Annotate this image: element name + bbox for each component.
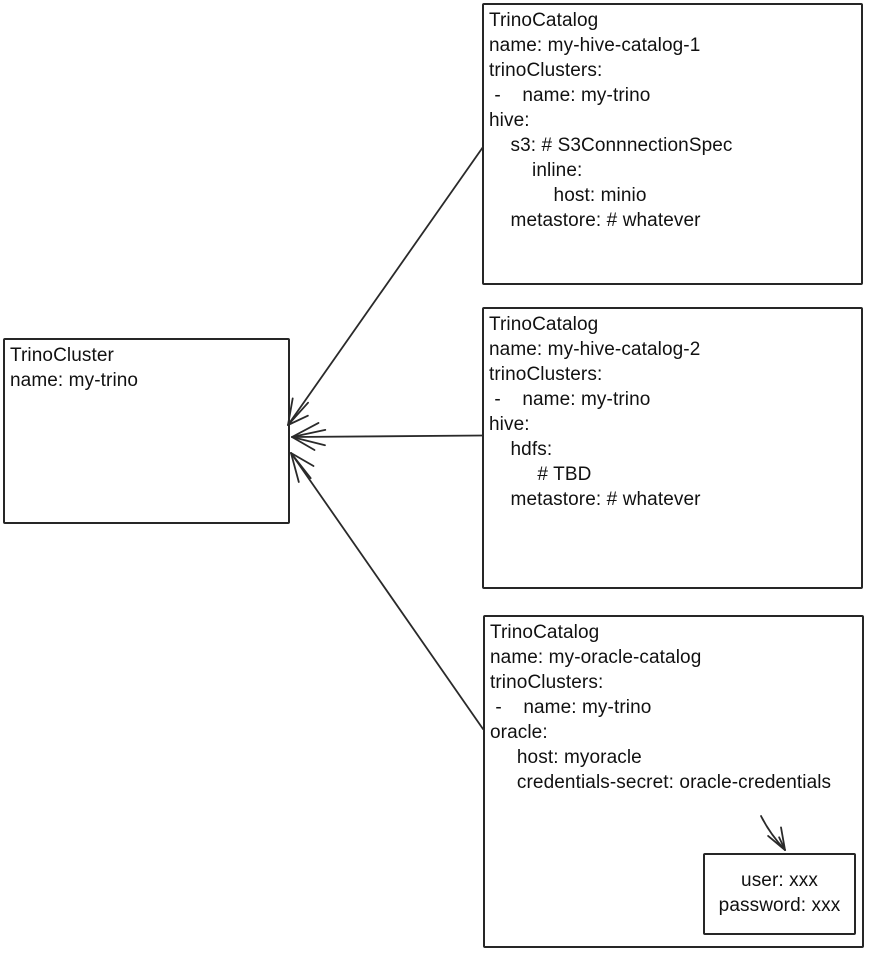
yaml-line: metastore: # whatever (489, 210, 701, 231)
trino-catalog-2-content: TrinoCatalog name: my-hive-catalog-2 tri… (484, 309, 861, 512)
yaml-line: TrinoCatalog (489, 314, 599, 335)
yaml-line: hive: (489, 110, 530, 131)
yaml-line: name: my-trino (10, 370, 139, 391)
trino-cluster-content: TrinoCluster name: my-trino (5, 340, 288, 393)
yaml-line: metastore: # whatever (489, 489, 701, 510)
trino-catalog-1-box: TrinoCatalog name: my-hive-catalog-1 tri… (482, 3, 863, 285)
yaml-line: credentials-secret: oracle-credentials (490, 772, 832, 793)
yaml-line: TrinoCatalog (489, 10, 599, 31)
yaml-line: hdfs: (489, 439, 553, 460)
connector-catalog1-to-cluster (287, 146, 484, 426)
yaml-line: - name: my-trino (490, 697, 652, 718)
yaml-line: password: xxx (718, 895, 841, 916)
yaml-line: trinoClusters: (490, 672, 604, 693)
yaml-line: trinoClusters: (489, 60, 603, 81)
yaml-line: - name: my-trino (489, 85, 651, 106)
yaml-line: user: xxx (741, 870, 818, 891)
yaml-line: trinoClusters: (489, 364, 603, 385)
yaml-line: oracle: (490, 722, 548, 743)
yaml-line: name: my-hive-catalog-2 (489, 339, 701, 360)
yaml-line: name: my-oracle-catalog (490, 647, 702, 668)
trino-catalog-3-box: TrinoCatalog name: my-oracle-catalog tri… (483, 615, 864, 948)
yaml-line: name: my-hive-catalog-1 (489, 35, 701, 56)
trino-catalog-1-content: TrinoCatalog name: my-hive-catalog-1 tri… (484, 5, 861, 233)
oracle-credentials-secret-content: user: xxx password: xxx (705, 855, 854, 918)
connector-catalog3-to-cluster (290, 452, 484, 730)
yaml-line: TrinoCluster (10, 345, 114, 366)
yaml-line: TrinoCatalog (490, 622, 600, 643)
yaml-line: inline: (489, 160, 583, 181)
yaml-line: hive: (489, 414, 530, 435)
yaml-line: host: minio (489, 185, 647, 206)
trino-catalog-2-box: TrinoCatalog name: my-hive-catalog-2 tri… (482, 307, 863, 589)
trino-cluster-box: TrinoCluster name: my-trino (3, 338, 290, 524)
yaml-line: - name: my-trino (489, 389, 651, 410)
yaml-line: # TBD (489, 464, 592, 485)
yaml-line: host: myoracle (490, 747, 642, 768)
trino-catalog-3-content: TrinoCatalog name: my-oracle-catalog tri… (485, 617, 862, 795)
connector-catalog2-to-cluster (291, 421, 484, 451)
yaml-line: s3: # S3ConnnectionSpec (489, 135, 733, 156)
oracle-credentials-secret-box: user: xxx password: xxx (703, 853, 856, 935)
